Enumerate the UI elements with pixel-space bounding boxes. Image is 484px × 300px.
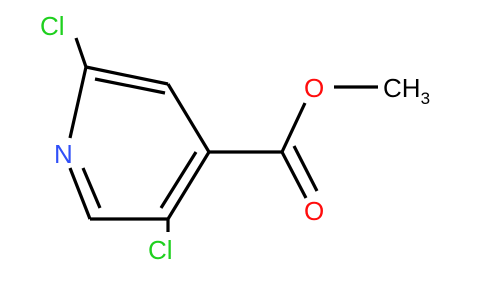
methyl-ch: CH [383,73,421,103]
bond-n-c2 [68,66,88,139]
atom-cl-top: Cl [40,11,65,41]
bond-c6-n-inner [81,167,102,209]
bond-c3-c4 [166,83,211,153]
bond-ccarbonyl-ocarbonyl [280,151,308,199]
bond-c4-c5-inner [159,151,198,209]
bond-ccarbonyl-oester [280,102,307,153]
methyl-subscript: 3 [421,89,430,108]
atom-methyl: CH3 [383,73,430,108]
pyridine-ring [68,65,211,221]
atom-n-ring: N [54,139,73,169]
atom-labels: Cl N Cl O O CH3 [40,11,430,265]
bond-c2-cl [74,37,88,68]
bond-c2-c3-inner [94,77,166,95]
bond-ccarbonyl-ocarbonyl-inner [292,145,319,192]
bond-c6-n [68,167,92,220]
atom-cl-bottom: Cl [148,235,173,265]
substituent-bonds [74,37,378,232]
atom-o-carbonyl: O [304,196,324,226]
bond-c2-c3 [85,65,169,86]
atom-o-ester: O [304,73,324,103]
bond-c4-c5 [166,151,211,220]
